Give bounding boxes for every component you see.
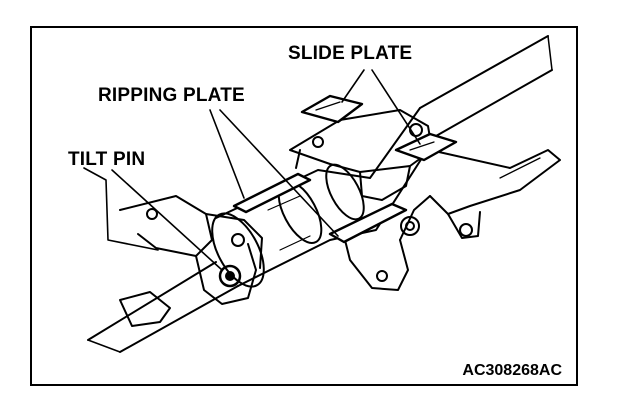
leader-lines bbox=[83, 69, 421, 271]
ripping-plate-lower bbox=[328, 202, 408, 244]
diagram-frame bbox=[30, 26, 578, 386]
column-body bbox=[211, 107, 437, 288]
slide-plate-label: SLIDE PLATE bbox=[288, 43, 413, 64]
slide-plate-left bbox=[300, 94, 364, 124]
ripping-plate-upper bbox=[232, 172, 312, 214]
ripping-plate-label: RIPPING PLATE bbox=[98, 85, 245, 106]
lower-clamp-bracket bbox=[343, 195, 431, 291]
column-shaft-lower bbox=[87, 261, 239, 353]
figure-code: AC308268AC bbox=[462, 362, 562, 379]
slide-plate-right bbox=[394, 132, 458, 162]
tilt-bracket bbox=[119, 195, 263, 327]
tilt-pin-label: TILT PIN bbox=[68, 149, 146, 170]
right-bracket-arm bbox=[429, 149, 561, 239]
column-shaft-upper bbox=[419, 35, 553, 137]
tilt-pin-marker bbox=[218, 264, 242, 288]
